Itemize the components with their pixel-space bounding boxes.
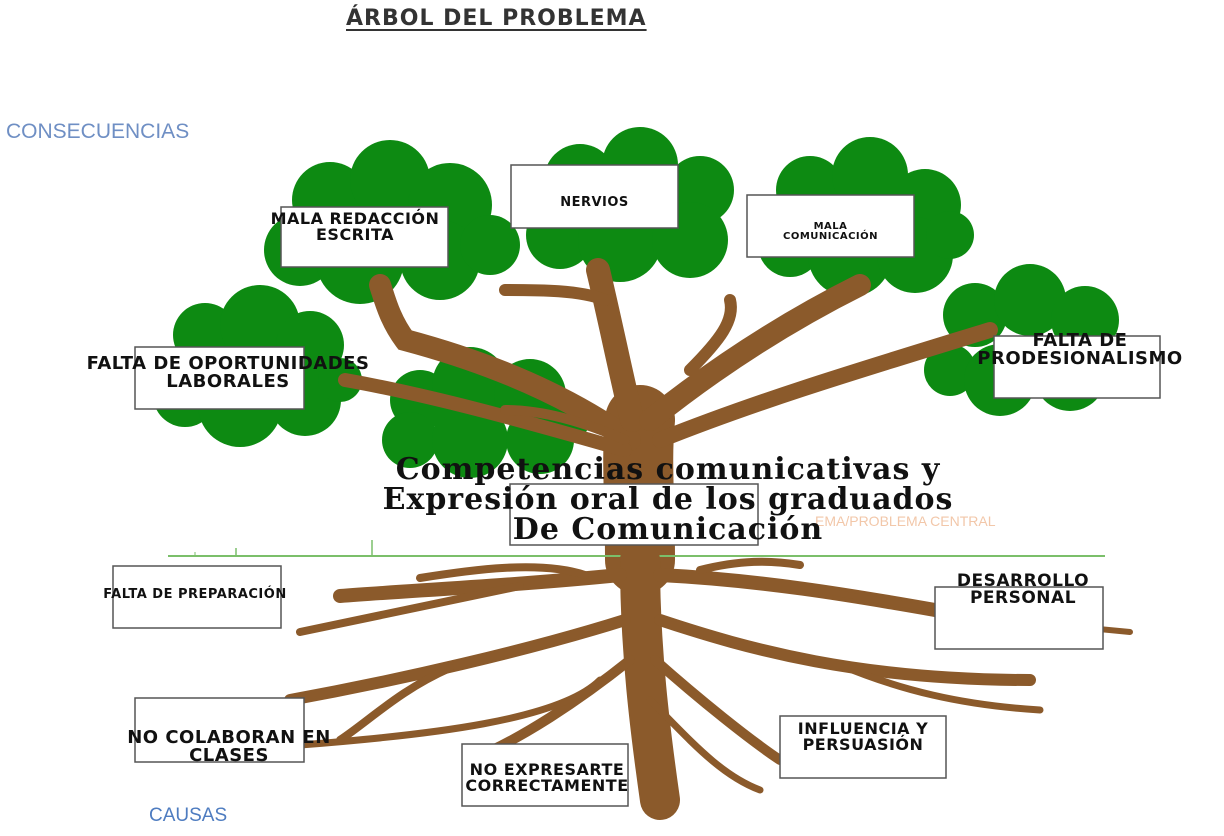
consequence-falta-oportunidades: Falta de oportunidades laborales <box>86 353 370 392</box>
root-main <box>620 540 680 820</box>
box-no-colaboran <box>134 697 305 763</box>
central-problem: Competencias comunicativas y Expresión o… <box>382 452 954 547</box>
root-right-5 <box>696 557 804 574</box>
root-left-1 <box>333 568 627 603</box>
diagram-title: ÁRBOL DEL PROBLEMA <box>346 6 647 31</box>
root-left-5 <box>416 563 589 582</box>
branch-right-fork <box>684 294 737 376</box>
root-left-4 <box>296 676 604 749</box>
root-right-2b <box>836 661 1044 714</box>
label-boxes <box>112 164 1161 807</box>
box-no-expresarte <box>461 743 629 807</box>
root-left-1b <box>296 582 524 636</box>
root-left-2 <box>284 614 631 706</box>
cause-falta-preparacion: Falta de preparación <box>103 587 287 602</box>
consequence-falta-profesionalismo: Falta de prodesionalismo <box>977 330 1183 369</box>
roots <box>284 540 1133 820</box>
branch-far-left <box>338 373 632 457</box>
causes-heading: CAUSAS <box>149 805 228 826</box>
branch-center-low <box>500 405 630 445</box>
cause-influencia: Influencia y Persuasión <box>797 719 929 754</box>
branch-top-fork <box>499 284 611 306</box>
box-mala-comunicacion <box>746 194 915 258</box>
branch-far-right <box>652 322 998 448</box>
cause-no-colaboran: No colaboran en Clases <box>127 727 331 766</box>
box-central <box>509 483 759 546</box>
box-nervios <box>510 164 679 229</box>
central-problem-placeholder: EMA/PROBLEMA CENTRAL <box>815 513 996 529</box>
branch-left-upper <box>369 274 641 451</box>
cause-desarrollo-personal: Desarrollo Personal <box>956 571 1090 608</box>
root-right-3 <box>650 655 785 765</box>
box-mala-redaccion <box>280 206 449 268</box>
consequence-mala-redaccion: Mala redacción Escrita <box>270 209 440 244</box>
root-right-4 <box>646 696 764 794</box>
box-desarrollo-personal <box>934 586 1104 650</box>
consequences-heading: CONSECUENCIAS <box>6 120 190 143</box>
branch-top <box>586 258 644 432</box>
branch-right-upper <box>639 274 871 431</box>
box-falta-profesionalismo <box>993 335 1161 399</box>
cause-no-expresarte: No expresarte Correctamente <box>465 760 629 795</box>
root-left-2b <box>336 664 454 744</box>
box-falta-preparacion <box>112 565 282 629</box>
root-right-2 <box>654 614 1036 686</box>
box-influencia <box>779 715 947 779</box>
box-falta-oportunidades <box>134 346 305 410</box>
consequence-mala-comunicacion: Mala comunicación <box>782 221 878 242</box>
consequence-nervios: Nervios <box>560 195 629 210</box>
